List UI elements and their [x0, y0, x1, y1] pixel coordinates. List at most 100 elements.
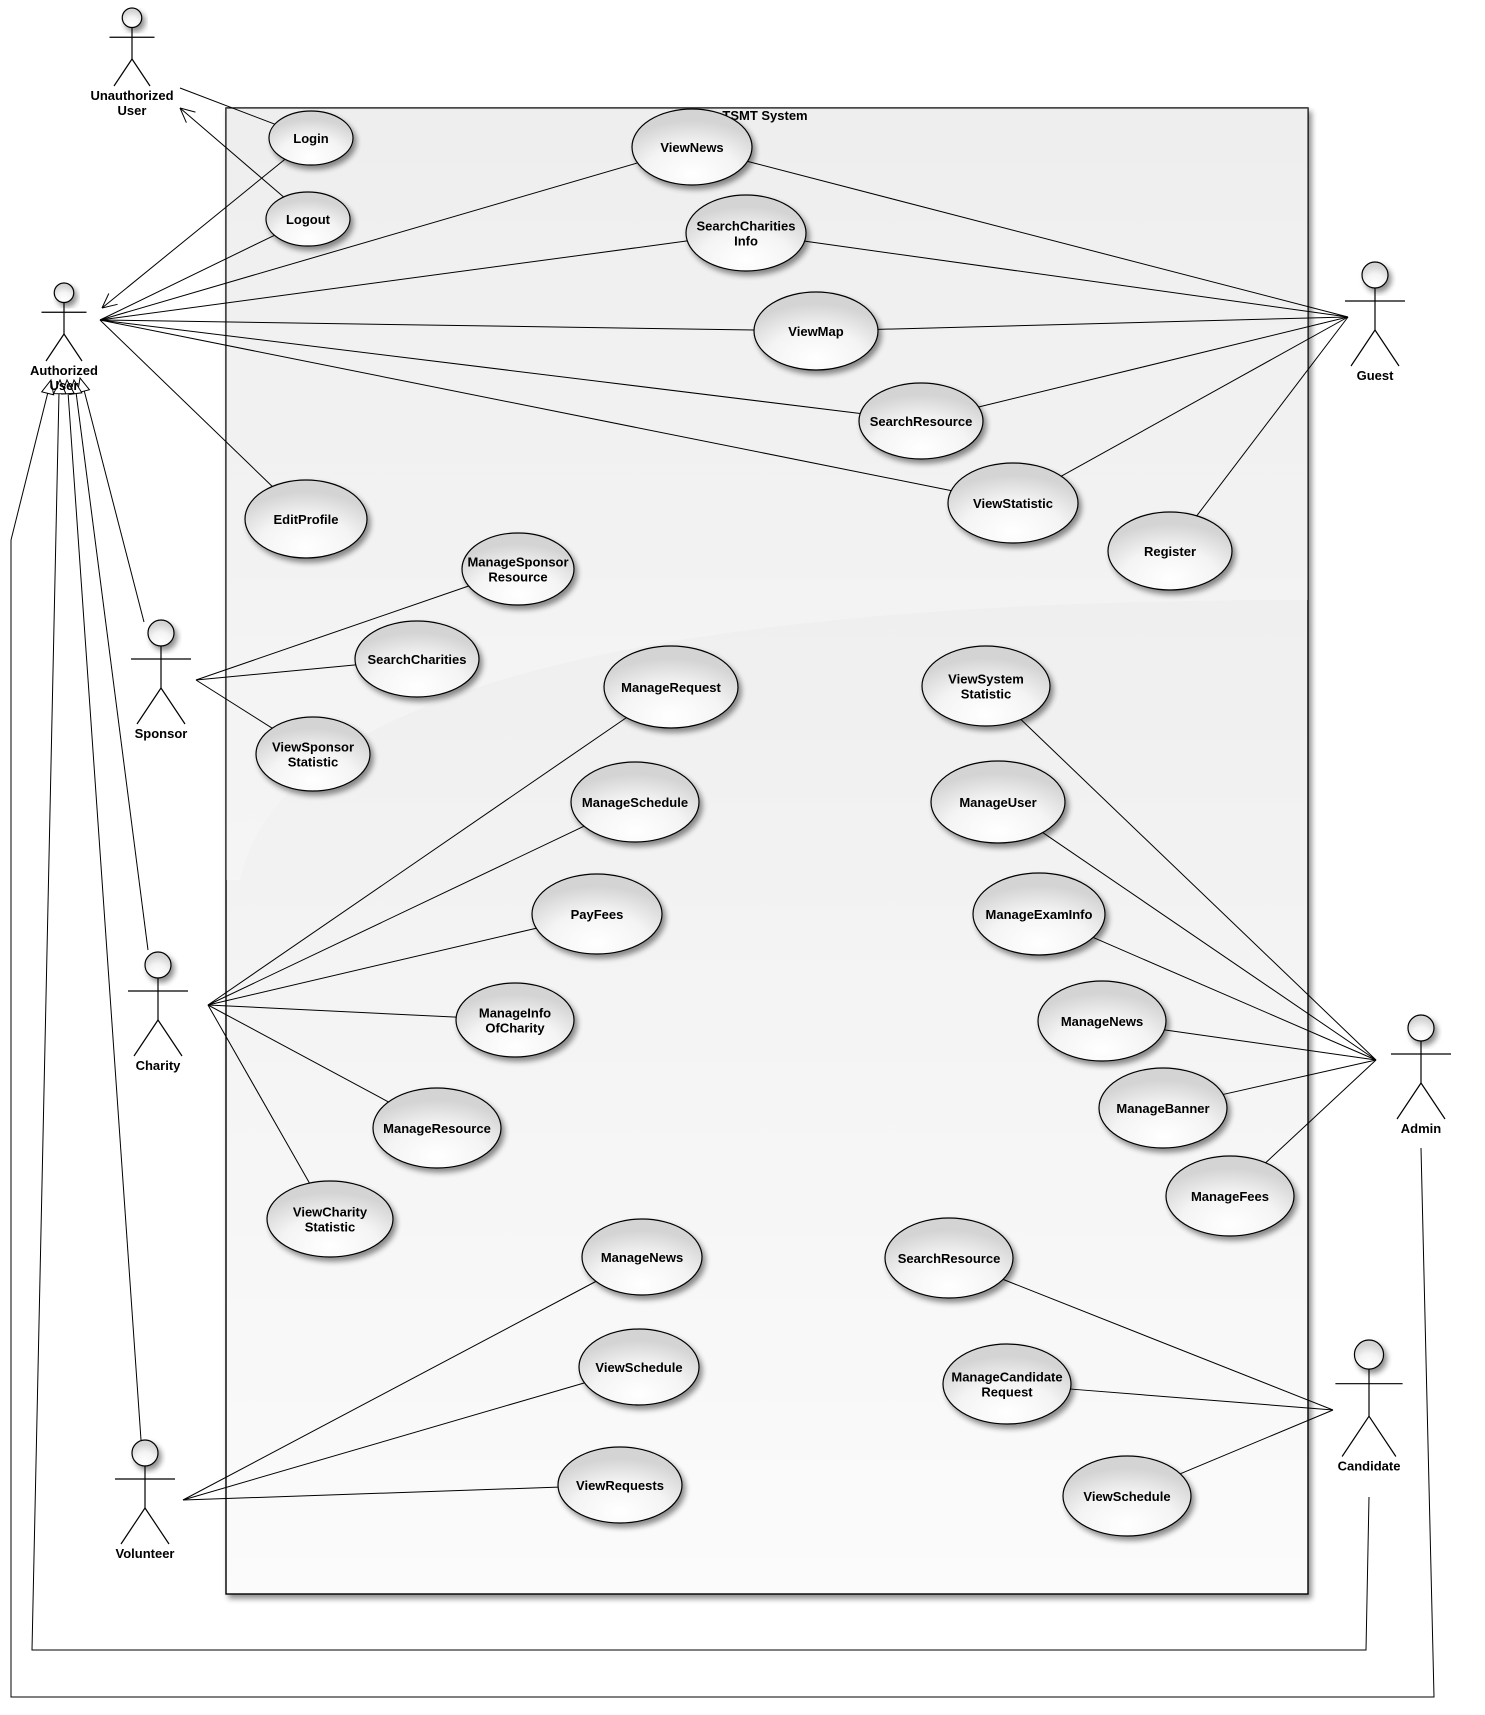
association-line [99, 319, 755, 331]
system-title: TSMT System [722, 108, 807, 123]
use-case-label: SearchCharities [368, 652, 467, 667]
actor-candidate: Candidate [1335, 1339, 1403, 1473]
arrowhead [101, 293, 110, 309]
arrowhead [179, 107, 196, 113]
use-case-label: ManageUser [959, 795, 1036, 810]
association-line [1042, 832, 1377, 1061]
use-case-view-schedule-candidate[interactable]: ViewSchedule [1062, 1455, 1192, 1537]
use-case-label: ManageInfo [479, 1006, 551, 1021]
use-case-label: Login [293, 131, 328, 146]
actor-label-volunteer: Volunteer [116, 1546, 175, 1561]
use-case-manage-fees[interactable]: ManageFees [1165, 1155, 1295, 1237]
use-case-manage-request[interactable]: ManageRequest [603, 645, 739, 729]
actor-label-candidate: Candidate [1338, 1458, 1401, 1473]
use-case-label: Statistic [961, 687, 1012, 702]
generalization-head [76, 376, 91, 394]
association-line [195, 585, 469, 681]
association-line [182, 1280, 597, 1501]
association-line [747, 160, 1349, 318]
association-line [1164, 1029, 1377, 1061]
use-case-manage-schedule[interactable]: ManageSchedule [570, 761, 700, 843]
association-line [207, 717, 627, 1006]
use-case-view-map[interactable]: ViewMap [753, 291, 879, 371]
association-line [1002, 1278, 1334, 1411]
generalization-head [40, 378, 55, 396]
use-case-label: ManageRequest [621, 680, 721, 695]
use-case-pay-fees[interactable]: PayFees [531, 873, 663, 955]
use-case-label: ManageNews [1061, 1014, 1143, 1029]
association-line [182, 1486, 559, 1501]
use-case-view-requests[interactable]: ViewRequests [557, 1446, 683, 1524]
use-case-search-resource-guest[interactable]: SearchResource [858, 382, 984, 460]
association-line [207, 1004, 389, 1103]
use-case-label: ViewMap [788, 324, 843, 339]
use-case-edit-profile[interactable]: EditProfile [244, 479, 368, 559]
use-case-view-schedule-volunteer[interactable]: ViewSchedule [578, 1328, 700, 1406]
use-case-label: ManageSchedule [582, 795, 688, 810]
use-case-search-charities[interactable]: SearchCharities [354, 620, 480, 698]
use-case-manage-user[interactable]: ManageUser [930, 760, 1066, 844]
actor-label-authorized-user: Authorized [30, 363, 98, 378]
association-line [207, 1004, 457, 1018]
association-line [207, 825, 585, 1006]
use-case-label: Register [1144, 544, 1196, 559]
use-case-label: OfCharity [485, 1021, 545, 1036]
actor-label-sponsor: Sponsor [135, 726, 188, 741]
dependency-line [179, 107, 284, 198]
actor-label-admin: Admin [1401, 1121, 1442, 1136]
use-case-manage-resource[interactable]: ManageResource [372, 1087, 502, 1169]
association-line [877, 316, 1349, 330]
association-line [1265, 1059, 1377, 1164]
use-case-manage-news-volunteer[interactable]: ManageNews [581, 1218, 703, 1296]
use-case-search-resource-candidate[interactable]: SearchResource [884, 1217, 1014, 1299]
association-line [182, 1382, 585, 1501]
association-line [99, 240, 688, 321]
use-case-label: ManageSponsor [467, 555, 568, 570]
use-case-label: Request [981, 1385, 1033, 1400]
use-case-manage-exam-info[interactable]: ManageExamInfo [972, 872, 1106, 956]
generalization-line [67, 391, 142, 1441]
use-case-register[interactable]: Register [1107, 511, 1233, 591]
arrowhead [101, 303, 118, 309]
association-line [207, 1004, 310, 1184]
association-line [1180, 1409, 1334, 1475]
use-case-label: ViewStatistic [973, 496, 1053, 511]
association-line [195, 664, 356, 681]
use-case-label: ViewRequests [576, 1478, 664, 1493]
actor-label-guest: Guest [1357, 368, 1395, 383]
use-case-logout[interactable]: Logout [265, 191, 351, 247]
use-case-label: ViewNews [660, 140, 723, 155]
actor-label-unauthorized-user: Unauthorized [90, 88, 173, 103]
use-case-label: Info [734, 234, 758, 249]
generalization-line [31, 391, 1370, 1651]
generalization-line [75, 391, 149, 951]
use-case-label: Statistic [288, 755, 339, 770]
actor-label-unauthorized-user: User [118, 103, 147, 118]
use-case-manage-news-admin[interactable]: ManageNews [1037, 980, 1167, 1062]
use-case-label: EditProfile [273, 512, 338, 527]
association-line [99, 234, 275, 321]
use-case-view-news[interactable]: ViewNews [631, 108, 753, 186]
arrowhead [179, 107, 187, 123]
actor-admin: Admin [1391, 1014, 1451, 1136]
use-case-label: ManageNews [601, 1250, 683, 1265]
use-case-login[interactable]: Login [268, 110, 354, 166]
use-case-manage-banner[interactable]: ManageBanner [1098, 1067, 1228, 1149]
use-case-label: ManageFees [1191, 1189, 1269, 1204]
use-case-label: SearchResource [870, 414, 973, 429]
association-line [1070, 1388, 1334, 1411]
actor-volunteer: Volunteer [115, 1439, 175, 1561]
generalization-head [52, 378, 67, 395]
use-case-view-statistic[interactable]: ViewStatistic [947, 462, 1079, 544]
use-case-label: SearchResource [898, 1251, 1001, 1266]
